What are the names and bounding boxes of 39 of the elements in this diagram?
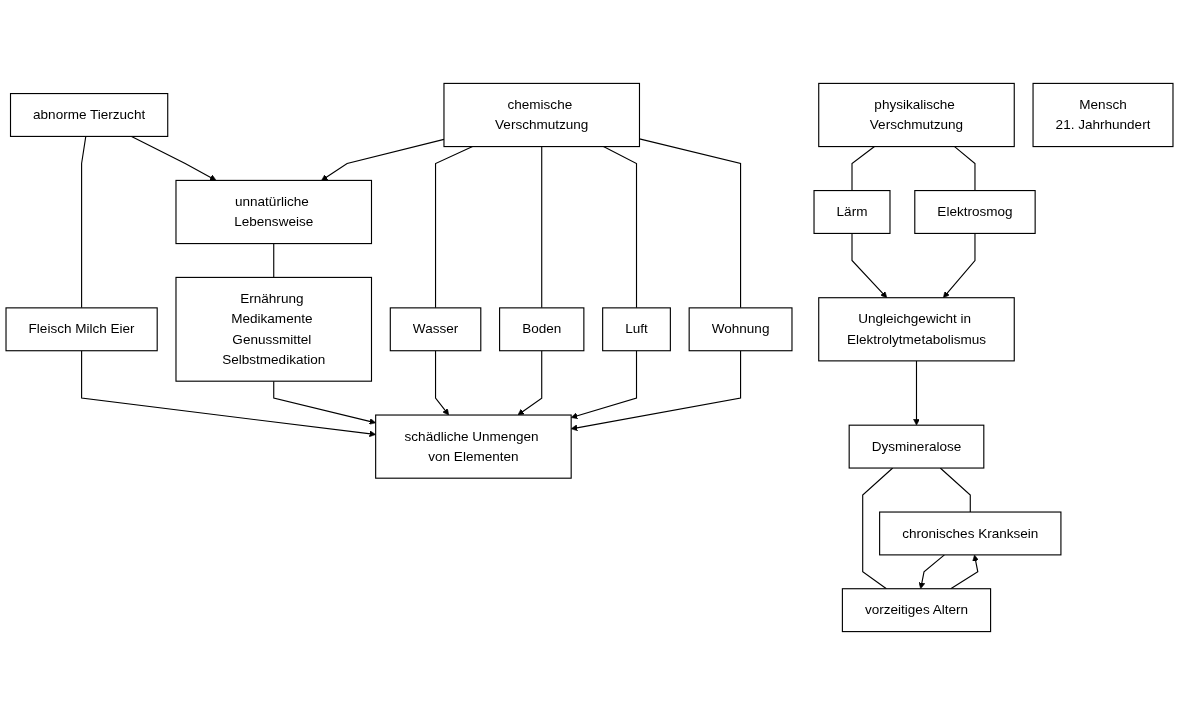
node-box: schädliche Unmengen von Elementen (375, 414, 572, 479)
node-box: Wasser (389, 307, 482, 352)
arrow (517, 350, 543, 416)
arrow (943, 232, 976, 298)
node-box: Ernährung Medikamente Genussmittel Selbstmedikation (175, 276, 373, 382)
arrow (851, 232, 888, 298)
node-box: Luft (602, 307, 671, 352)
arrow (131, 135, 217, 181)
arrow (570, 350, 638, 419)
arrow (435, 350, 450, 416)
node-box: Wohnung (688, 307, 793, 352)
connector (851, 146, 876, 192)
node-box: unnatürliche Lebensweise (175, 179, 373, 245)
node-box: Dysmineralose (848, 424, 985, 469)
node-box: Elektrosmog (914, 190, 1036, 234)
node-box: chemische Verschmutzung (443, 82, 641, 148)
connector (435, 146, 474, 309)
arrow (918, 554, 945, 590)
node-box: vorzeitiges Altern (841, 588, 992, 633)
connector (939, 467, 971, 513)
arrow (913, 360, 920, 426)
arrow (81, 350, 376, 438)
connector (954, 146, 976, 192)
node-box: physikalische Verschmutzung (818, 82, 1015, 148)
connector (862, 467, 894, 590)
node-box: Lärm (813, 190, 891, 234)
connector (541, 146, 543, 309)
node-box: Ungleichgewicht in Elektrolytmetabolismus (818, 297, 1015, 362)
connector (81, 135, 87, 309)
node-box: chronisches Kranksein (879, 511, 1062, 556)
connector (602, 146, 638, 309)
arrow (273, 380, 376, 425)
node-box: Boden (499, 307, 585, 352)
node-box: Mensch 21. Jahrhundert (1032, 82, 1174, 148)
node-box: Fleisch Milch Eier (5, 307, 158, 352)
arrow (950, 554, 979, 590)
node-box: abnorme Tierzucht (9, 93, 169, 137)
connector (273, 243, 275, 278)
arrow (570, 350, 742, 432)
